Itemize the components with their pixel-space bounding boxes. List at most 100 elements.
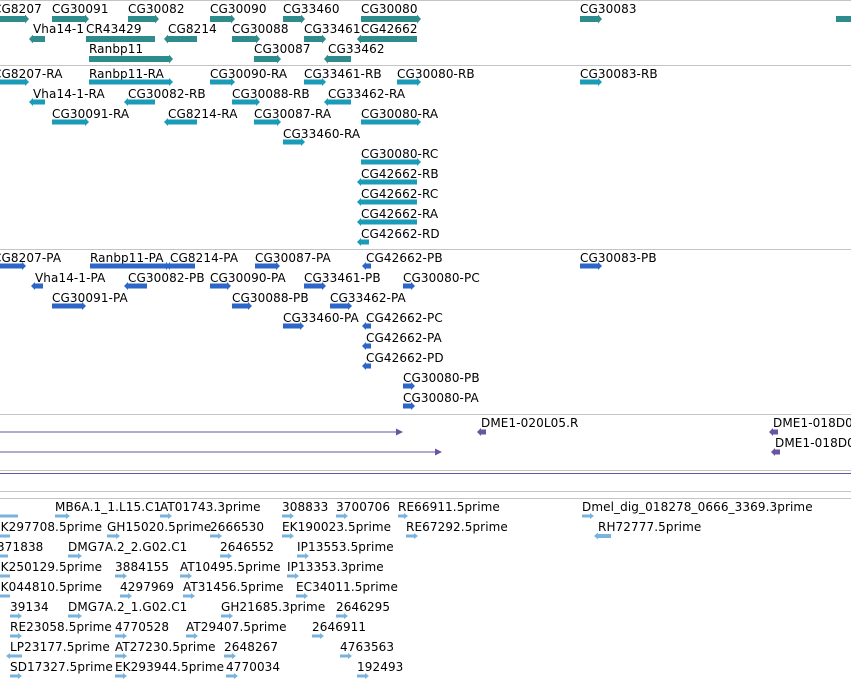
est-alignments-label[interactable]: MB6A.1_1.L15.C1	[55, 500, 162, 514]
genes-label[interactable]: CG30080	[361, 2, 418, 16]
est-alignments-feature-glyph[interactable]	[0, 532, 14, 542]
est-alignments-label[interactable]: 4770034	[226, 660, 281, 674]
transcripts-feature-glyph[interactable]	[300, 78, 326, 88]
est-alignments-feature-glyph[interactable]	[156, 512, 172, 522]
proteins-feature-glyph[interactable]	[362, 362, 375, 372]
est-alignments-feature-glyph[interactable]	[293, 552, 309, 562]
genes-label[interactable]: CG30087	[254, 42, 311, 56]
transcripts-label[interactable]: CG30080-RC	[361, 147, 439, 161]
proteins-label[interactable]: Ranbp11-PA	[90, 251, 164, 265]
genes-feature-glyph[interactable]	[164, 35, 201, 45]
proteins-feature-glyph[interactable]	[399, 402, 415, 412]
proteins-feature-glyph[interactable]	[576, 262, 602, 272]
transcripts-feature-glyph[interactable]	[357, 178, 421, 188]
transcripts-feature-glyph[interactable]	[164, 118, 201, 128]
est-alignments-label[interactable]: DMG7A.2_2.G02.C1	[68, 540, 188, 554]
transcripts-feature-glyph[interactable]	[85, 78, 173, 88]
proteins-feature-glyph[interactable]	[362, 262, 375, 272]
genes-label[interactable]: CG30088	[232, 22, 289, 36]
est-alignments-label[interactable]: AT01743.3prime	[160, 500, 261, 514]
transcripts-label[interactable]: CG8207-RA	[0, 67, 63, 81]
est-alignments-label[interactable]: 4770528	[115, 620, 170, 634]
est-alignments-label[interactable]: EK190023.5prime	[282, 520, 392, 534]
transcripts-label[interactable]: CG42662-RC	[361, 187, 439, 201]
est-alignments-label[interactable]: RE66911.5prime	[398, 500, 500, 514]
est-alignments-feature-glyph[interactable]	[332, 612, 348, 622]
proteins-label[interactable]: CG30090-PA	[210, 271, 286, 285]
transcripts-feature-glyph[interactable]	[250, 118, 281, 128]
est-alignments-label[interactable]: AT31456.5prime	[183, 580, 284, 594]
est-alignments-label[interactable]: EK250129.5prime	[0, 560, 103, 574]
est-alignments-label[interactable]: EK044810.5prime	[0, 580, 103, 594]
est-alignments-feature-glyph[interactable]	[6, 652, 26, 662]
proteins-label[interactable]: CG33460-PA	[283, 311, 359, 325]
est-alignments-label[interactable]: 2646295	[336, 600, 391, 614]
proteins-feature-glyph[interactable]	[300, 282, 326, 292]
genes-feature-glyph[interactable]	[832, 15, 851, 25]
est-alignments-feature-glyph[interactable]	[220, 652, 236, 662]
transcripts-feature-glyph[interactable]	[279, 138, 305, 148]
genes-feature-glyph[interactable]	[576, 15, 602, 25]
transcripts-label[interactable]: CG42662-RB	[361, 167, 439, 181]
proteins-feature-glyph[interactable]	[279, 322, 304, 332]
est-alignments-feature-glyph[interactable]	[176, 572, 192, 582]
est-alignments-label[interactable]: LP23177.5prime	[10, 640, 110, 654]
genes-label[interactable]: CG33460	[283, 2, 340, 16]
est-alignments-feature-glyph[interactable]	[182, 632, 198, 642]
est-alignments-feature-glyph[interactable]	[51, 512, 70, 522]
proteins-label[interactable]: CG42662-PB	[366, 251, 443, 265]
transcripts-label[interactable]: CG30091-RA	[52, 107, 130, 121]
genes-label[interactable]: CG30082	[128, 2, 185, 16]
est-alignments-label[interactable]: 308833	[282, 500, 329, 514]
est-alignments-label[interactable]: AT27230.5prime	[115, 640, 216, 654]
genes-feature-glyph[interactable]	[324, 55, 355, 65]
est-alignments-feature-glyph[interactable]	[336, 652, 352, 662]
transcripts-label[interactable]: Vha14-1-RA	[33, 87, 105, 101]
transcripts-feature-glyph[interactable]	[357, 238, 373, 248]
proteins-label[interactable]: CG42662-PD	[366, 351, 444, 365]
genes-label[interactable]: CR43429	[86, 22, 142, 36]
est-alignments-feature-glyph[interactable]	[332, 512, 348, 522]
proteins-label[interactable]: CG30087-PA	[255, 251, 331, 265]
est-alignments-label[interactable]: IP13353.3prime	[287, 560, 384, 574]
transcripts-feature-glyph[interactable]	[324, 98, 355, 108]
transcripts-label[interactable]: CG30082-RB	[128, 87, 206, 101]
est-alignments-feature-glyph[interactable]	[116, 592, 132, 602]
transcripts-label[interactable]: CG30090-RA	[210, 67, 288, 81]
proteins-label[interactable]: CG42662-PA	[366, 331, 442, 345]
est-alignments-feature-glyph[interactable]	[111, 632, 127, 642]
est-alignments-feature-glyph[interactable]	[0, 592, 14, 602]
genes-feature-glyph[interactable]	[357, 15, 421, 25]
est-alignments-label[interactable]: EK293944.5prime	[115, 660, 225, 674]
bac-clones-label[interactable]: DME1-018D05	[773, 416, 851, 430]
transcripts-label[interactable]: CG30088-RB	[232, 87, 310, 101]
transcripts-label[interactable]: CG30080-RA	[361, 107, 439, 121]
proteins-label[interactable]: CG30080-PA	[403, 391, 479, 405]
transcripts-feature-glyph[interactable]	[357, 198, 421, 208]
proteins-feature-glyph[interactable]	[31, 282, 47, 292]
est-alignments-label[interactable]: GH15020.5prime	[107, 520, 212, 534]
genes-feature-glyph[interactable]	[300, 35, 326, 45]
est-alignments-feature-glyph[interactable]	[111, 672, 127, 682]
genes-label[interactable]: CG30083	[580, 2, 637, 16]
est-alignments-label[interactable]: DMG7A.2_1.G02.C1	[68, 600, 188, 614]
est-alignments-feature-glyph[interactable]	[353, 672, 369, 682]
est-alignments-label[interactable]: RE23058.5prime	[10, 620, 112, 634]
est-alignments-feature-glyph[interactable]	[216, 552, 232, 562]
genes-feature-glyph[interactable]	[357, 35, 421, 45]
est-alignments-label[interactable]: AT10495.5prime	[180, 560, 281, 574]
proteins-feature-glyph[interactable]	[251, 262, 280, 272]
est-alignments-label[interactable]: Dmel_dig_018278_0666_3369.3prime	[582, 500, 813, 514]
est-alignments-feature-glyph[interactable]	[278, 532, 294, 542]
transcripts-feature-glyph[interactable]	[228, 98, 260, 108]
est-alignments-label[interactable]: 39134	[10, 600, 49, 614]
transcripts-label[interactable]: CG42662-RD	[361, 227, 440, 241]
genes-feature-glyph[interactable]	[279, 15, 305, 25]
est-alignments-label[interactable]: 2666530	[210, 520, 265, 534]
genes-label[interactable]: CG33462	[328, 42, 385, 56]
est-alignments-feature-glyph[interactable]	[402, 532, 418, 542]
genes-label[interactable]: CG30091	[52, 2, 109, 16]
proteins-feature-glyph[interactable]	[362, 342, 375, 352]
genes-feature-glyph[interactable]	[206, 15, 235, 25]
proteins-label[interactable]: CG30080-PB	[403, 371, 480, 385]
